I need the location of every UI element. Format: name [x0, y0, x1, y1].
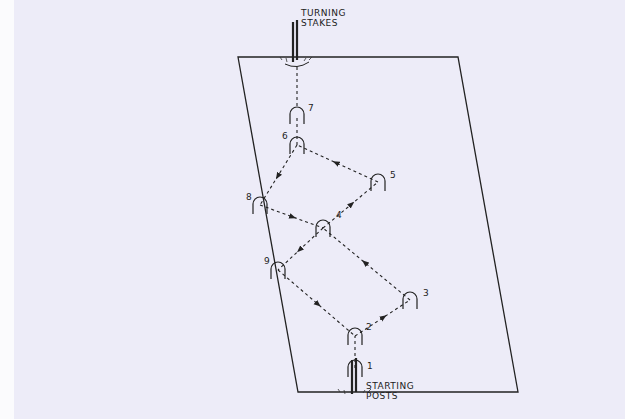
hoop [371, 174, 385, 191]
course-arrow [336, 163, 339, 164]
course-arrow [278, 174, 279, 176]
hoop [253, 197, 267, 214]
hoops [253, 107, 417, 377]
course-segment [297, 145, 378, 182]
course-arrows [278, 163, 384, 319]
course-segment [296, 66, 297, 106]
hoop [290, 137, 304, 154]
callout-number: 6 [282, 131, 288, 141]
hoop [316, 220, 330, 237]
course-arrow [315, 302, 318, 305]
course-segment [278, 270, 355, 336]
hoop [290, 107, 304, 124]
course-arrow [290, 216, 293, 218]
course-segment [323, 182, 378, 228]
hoop [348, 328, 362, 345]
course-arrow [349, 204, 351, 206]
hoop [271, 262, 285, 279]
course-arrow [365, 263, 368, 266]
starting-posts [352, 358, 356, 394]
callout-number: 8 [246, 192, 252, 202]
callout-number: 1 [367, 361, 373, 371]
grass-tufts [280, 57, 371, 394]
callout-number: 4 [336, 210, 342, 220]
course-segment [323, 228, 410, 300]
course-segment [296, 115, 297, 145]
callout-number: 7 [308, 103, 314, 113]
caption-label: STARTING POSTS [366, 381, 428, 402]
course-segment [260, 145, 297, 205]
course-arrow [300, 248, 302, 250]
course-path [260, 66, 410, 368]
callout-number: 2 [366, 322, 372, 332]
paper-margin [0, 0, 14, 419]
course-arrow [381, 317, 383, 318]
court-outline [238, 57, 518, 392]
course-segment [355, 300, 410, 336]
turn-loop [285, 62, 309, 67]
callout-number: 3 [423, 288, 429, 298]
callout-number: 5 [390, 170, 396, 180]
callout-number: 9 [264, 256, 270, 266]
caption-label: TURNING STAKES [301, 8, 363, 29]
turning-stakes [293, 20, 297, 62]
course-segment [260, 205, 323, 228]
hoop [403, 292, 417, 309]
